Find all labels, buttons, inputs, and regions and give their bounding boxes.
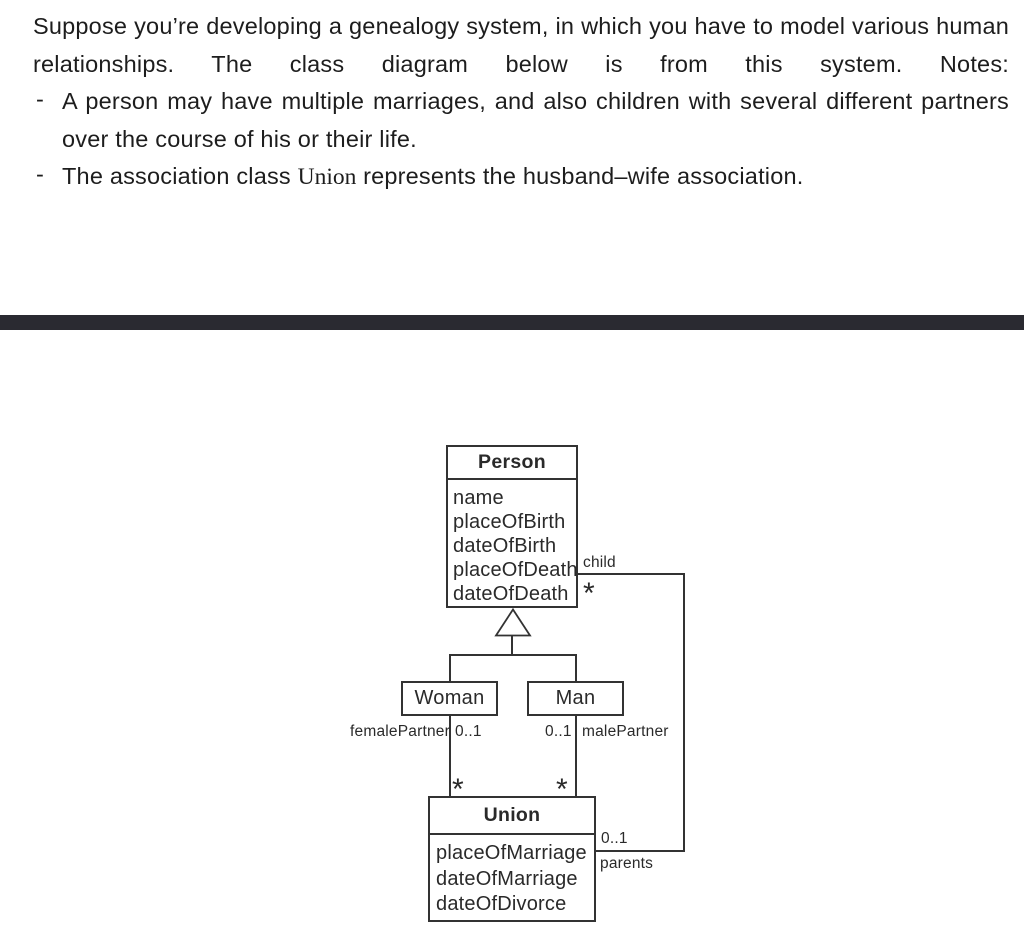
class-box-union: Union placeOfMarriage dateOfMarriage dat…: [428, 796, 596, 922]
man-union-multiplicity-star: *: [556, 773, 568, 806]
bullet-item-2: - The association class Union represents…: [33, 158, 1009, 197]
female-partner-multiplicity: 0..1: [455, 723, 482, 740]
section-divider-bar: [0, 315, 1024, 330]
class-box-person: Person name placeOfBirth dateOfBirth pla…: [446, 445, 578, 608]
generalization-stem-line: [511, 635, 513, 656]
child-parents-vertical-line: [683, 573, 685, 852]
bullet-marker: -: [36, 86, 45, 112]
bullet-1-text: A person may have multiple marriages, an…: [62, 88, 1009, 152]
female-partner-role-label: femalePartner: [350, 723, 450, 740]
attribute: dateOfDivorce: [436, 893, 567, 915]
attribute: name: [453, 487, 504, 509]
person-attributes: name placeOfBirth dateOfBirth placeOfDea…: [448, 480, 578, 606]
bullet-item-1: - A person may have multiple marriages, …: [33, 83, 1009, 158]
attribute: dateOfDeath: [453, 583, 569, 605]
male-partner-multiplicity: 0..1: [545, 723, 572, 740]
intro-paragraph: Suppose you’re developing a genealogy sy…: [33, 13, 1009, 77]
bullet-2-text: The association class Union represents t…: [62, 163, 804, 190]
man-union-association-line: [575, 715, 577, 797]
male-partner-role-label: malePartner: [582, 723, 669, 740]
woman-generalization-drop-line: [449, 654, 451, 682]
union-class-reference: Union: [297, 164, 357, 190]
parents-role-label: parents: [600, 855, 654, 872]
bullet-marker: -: [36, 161, 45, 187]
man-generalization-drop-line: [575, 654, 577, 682]
generalization-arrow: [494, 608, 532, 637]
child-role-label: child: [583, 554, 616, 571]
attribute: placeOfDeath: [453, 559, 578, 581]
attribute: dateOfBirth: [453, 535, 557, 557]
woman-union-association-line: [449, 715, 451, 797]
union-attributes: placeOfMarriage dateOfMarriage dateOfDiv…: [430, 835, 594, 918]
generalization-crossbar-line: [449, 654, 577, 656]
parents-multiplicity: 0..1: [601, 830, 628, 847]
child-multiplicity-star: *: [583, 577, 595, 610]
attribute: placeOfMarriage: [436, 842, 587, 864]
intro-text-block: Suppose you’re developing a genealogy sy…: [33, 8, 1009, 197]
child-association-line: [578, 573, 685, 575]
class-box-man: Man: [527, 681, 624, 716]
class-name-woman: Woman: [414, 687, 485, 709]
class-name-man: Man: [555, 687, 596, 709]
woman-union-multiplicity-star: *: [452, 773, 464, 806]
attribute: placeOfBirth: [453, 511, 566, 533]
attribute: dateOfMarriage: [436, 867, 578, 890]
class-box-woman: Woman: [401, 681, 498, 716]
class-name-union: Union: [430, 798, 594, 835]
parents-association-line: [595, 850, 685, 852]
class-name-person: Person: [448, 447, 576, 480]
